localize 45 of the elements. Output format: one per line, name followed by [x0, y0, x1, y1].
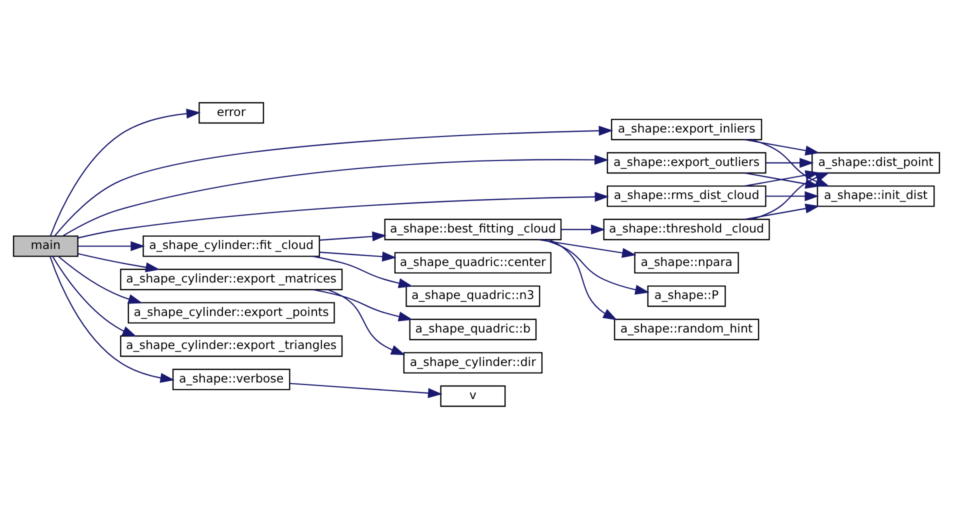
node-box: a_shape::P — [647, 285, 726, 307]
node-box: a_shape::init_dist — [816, 185, 935, 207]
arrow — [328, 289, 406, 356]
arrow — [290, 382, 442, 398]
node-box: a_shape::rms_dist_cloud — [606, 185, 766, 207]
arrow — [50, 108, 201, 236]
arrow — [78, 192, 610, 239]
node-box: main — [12, 235, 78, 257]
node-box: a_shape::export_outliers — [606, 152, 766, 174]
arrow — [561, 224, 606, 235]
arrow — [320, 252, 396, 262]
arrow — [312, 256, 413, 288]
arrow — [766, 191, 820, 202]
node-box: a_shape::best_fitting _cloud — [384, 218, 562, 240]
node-box: a_shape_quadric::center — [394, 252, 552, 274]
node-box: v — [440, 385, 506, 407]
arrow — [744, 139, 820, 156]
node-box: a_shape::random_hint — [614, 318, 760, 340]
arrow — [543, 239, 650, 295]
node-box: a_shape_cylinder::export _points — [128, 302, 335, 324]
arrow — [538, 239, 636, 258]
arrow — [320, 231, 387, 242]
node-box: a_shape_cylinder::fit _cloud — [142, 235, 320, 257]
node-box: a_shape_cylinder::export _matrices — [120, 268, 343, 290]
node-box: a_shape_cylinder::dir — [403, 352, 543, 374]
node-box: error — [198, 102, 264, 124]
node-box: a_shape::threshold _cloud — [603, 218, 770, 240]
arrow — [52, 256, 137, 337]
node-box: a_shape::npara — [634, 252, 739, 274]
arrow — [49, 256, 175, 383]
arrow — [58, 256, 143, 304]
arrow — [744, 204, 820, 220]
arrow — [78, 253, 160, 272]
node-box: a_shape::export_inliers — [610, 118, 762, 140]
node-box: a_shape_cylinder::export _triangles — [120, 335, 343, 357]
arrow — [312, 289, 413, 322]
arrow — [78, 241, 145, 252]
node-box: a_shape::verbose — [172, 368, 290, 390]
node-box: a_shape_quadric::n3 — [406, 285, 540, 307]
node-box: a_shape_quadric::b — [409, 318, 537, 340]
arrow — [548, 239, 618, 320]
node-box: a_shape::dist_point — [812, 152, 940, 174]
arrow — [766, 158, 814, 168]
arrow — [62, 154, 609, 236]
arrow — [54, 126, 614, 236]
